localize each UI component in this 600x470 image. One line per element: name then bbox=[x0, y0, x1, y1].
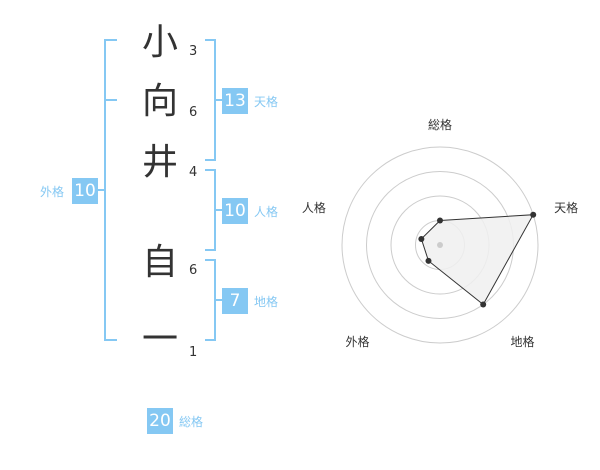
radar-axis-label-1: 総格 bbox=[428, 117, 452, 132]
chikaku-label: 地格 bbox=[254, 295, 279, 309]
radar-point-2 bbox=[530, 211, 537, 218]
name-char-1: 小 bbox=[141, 22, 178, 63]
radar-point-3 bbox=[480, 301, 487, 308]
radar-ring-4 bbox=[341, 146, 539, 344]
jinkaku-label: 人格 bbox=[254, 205, 279, 219]
radar-area bbox=[420, 214, 535, 306]
jinkaku-value-box: 10 bbox=[222, 198, 248, 224]
stroke-count-1: 3 bbox=[189, 44, 198, 59]
radar-point-1 bbox=[437, 217, 443, 224]
radar-axis-label-4: 外格 bbox=[345, 334, 369, 349]
name-char-3: 井 bbox=[141, 142, 178, 183]
radar-point-4 bbox=[425, 257, 432, 264]
radar-axis-label-2: 天格 bbox=[554, 200, 578, 215]
soukaku-label: 総格 bbox=[179, 415, 204, 429]
stroke-count-3: 4 bbox=[189, 165, 198, 180]
stroke-count-5: 1 bbox=[189, 345, 198, 360]
name-char-4: 自 bbox=[141, 242, 178, 283]
radar-center-dot bbox=[437, 242, 443, 248]
stroke-count-4: 6 bbox=[189, 263, 198, 278]
gaikaku-value-box: 10 bbox=[72, 178, 98, 204]
gaikaku-label: 外格 bbox=[40, 185, 65, 199]
radar-axis-label-3: 地格 bbox=[511, 334, 535, 349]
tenkaku-label: 天格 bbox=[254, 95, 279, 109]
tenkaku-value-box: 13 bbox=[222, 88, 248, 114]
radar-point-5 bbox=[418, 235, 425, 242]
soukaku-value-box: 20 bbox=[147, 408, 173, 434]
name-char-2: 向 bbox=[141, 81, 178, 122]
chikaku-value-box: 7 bbox=[222, 288, 248, 314]
name-char-5: 一 bbox=[141, 319, 178, 360]
stroke-count-2: 6 bbox=[189, 105, 198, 120]
radar-axis-label-5: 人格 bbox=[302, 200, 326, 215]
